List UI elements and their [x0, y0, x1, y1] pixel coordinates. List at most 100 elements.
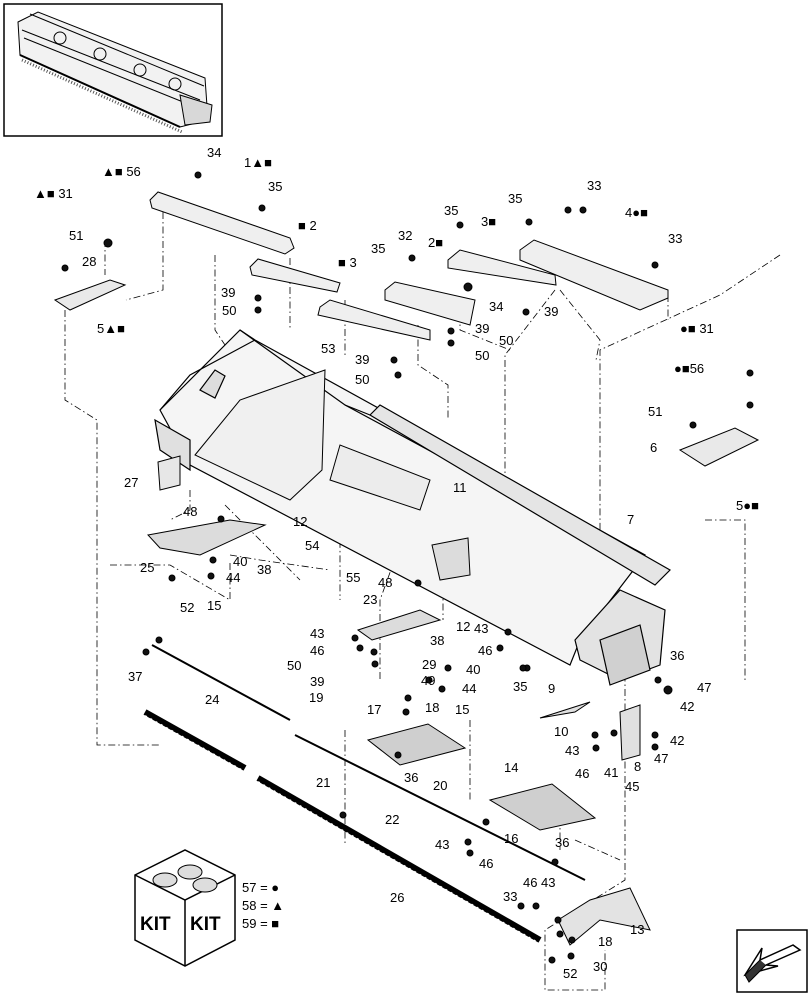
callout-label: 15	[207, 598, 221, 613]
callout-label: 51	[648, 404, 662, 419]
callout-label: 39	[310, 674, 324, 689]
cover-panel-4	[519, 239, 669, 311]
callout-label: 52	[180, 600, 194, 615]
bracket-8	[619, 704, 641, 761]
callout-label: 1▲■	[244, 155, 272, 170]
kit-label-right: KIT	[190, 914, 221, 935]
callout-label: 20	[433, 778, 447, 793]
callout-label: 37	[128, 669, 142, 684]
callout-label: 50	[222, 303, 236, 318]
callout-label: 39	[221, 285, 235, 300]
legend-item: 57 = ●	[242, 880, 279, 895]
plate-9	[539, 701, 591, 719]
callout-label: 9	[548, 681, 555, 696]
callout-label: 12	[293, 514, 307, 529]
callout-label: 40	[233, 554, 247, 569]
rod-22	[294, 734, 586, 881]
callout-label: 44	[226, 570, 240, 585]
callout-label: 34	[489, 299, 503, 314]
left-bracket-5	[53, 279, 127, 311]
callout-label: 18	[425, 700, 439, 715]
callout-label: 48	[183, 504, 197, 519]
cover-panel-3-right	[447, 249, 557, 286]
callout-label: 43	[565, 743, 579, 758]
callout-label: 35	[513, 679, 527, 694]
callout-label: 18	[598, 934, 612, 949]
callout-label: 5●■	[736, 498, 759, 513]
kit-legend: 57 = ● 58 = ▲ 59 = ■	[242, 880, 284, 931]
callout-label: 16	[504, 831, 518, 846]
callout-label: 42	[680, 699, 694, 714]
callout-label: 11	[453, 480, 467, 495]
skid-13	[557, 887, 651, 946]
callout-label: 5▲■	[97, 321, 125, 336]
callout-label: ■ 2	[298, 218, 317, 233]
callout-label: 6	[650, 440, 657, 455]
navigation-arrow-icon[interactable]	[736, 929, 808, 993]
callout-labels: 34 1▲■ 35 ▲■ 56 ▲■ 31 51 28 5▲■ ■ 2 ■ 3 …	[34, 145, 759, 981]
callout-label: 43	[435, 837, 449, 852]
callout-label: 35	[371, 241, 385, 256]
callout-label: 8	[634, 759, 641, 774]
callout-label: 53	[321, 341, 335, 356]
callout-label: 47	[697, 680, 711, 695]
callout-label: 33	[668, 231, 682, 246]
callout-label: 38	[430, 633, 444, 648]
end-sheet-53	[194, 369, 326, 501]
callout-label: 49	[421, 673, 435, 688]
callout-label: 48	[378, 575, 392, 590]
callout-label: 39	[355, 352, 369, 367]
callout-label: ■ 3	[338, 255, 357, 270]
center-sheet-54	[329, 444, 431, 511]
callout-label: 46	[478, 643, 492, 658]
callout-label: 29	[422, 657, 436, 672]
callout-label: ▲■ 56	[102, 164, 141, 179]
legend-item: 58 = ▲	[242, 898, 284, 913]
kit-label-left: KIT	[140, 914, 171, 935]
callout-label: 2■	[428, 235, 443, 250]
callout-label: 33	[587, 178, 601, 193]
callout-label: 35	[508, 191, 522, 206]
callout-label: 50	[287, 658, 301, 673]
callout-label: 55	[346, 570, 360, 585]
callout-label: 4●■	[625, 205, 648, 220]
callout-label: 21	[316, 775, 330, 790]
fasteners	[61, 171, 754, 964]
callout-label: 19	[309, 690, 323, 705]
plate-27	[157, 455, 181, 491]
callout-label: 43	[541, 875, 555, 890]
callout-label: 15	[455, 702, 469, 717]
callout-label: 39	[475, 321, 489, 336]
callout-label: 13	[630, 922, 644, 937]
knife-bar-26	[143, 709, 542, 945]
callout-label: 7	[627, 512, 634, 527]
callout-label: 27	[124, 475, 138, 490]
callout-label: 10	[554, 724, 568, 739]
callout-label: 47	[654, 751, 668, 766]
callout-label: 23	[363, 592, 377, 607]
callout-label: 22	[385, 812, 399, 827]
callout-label: 24	[205, 692, 219, 707]
right-bracket-5	[678, 427, 760, 467]
callout-label: 12	[456, 619, 470, 634]
cover-panel-3-left	[317, 299, 431, 341]
callout-label: 40	[466, 662, 480, 677]
callout-label: 50	[475, 348, 489, 363]
callout-label: 26	[390, 890, 404, 905]
callout-label: 52	[563, 966, 577, 981]
rod-24	[151, 644, 291, 721]
callout-label: 46	[575, 766, 589, 781]
callout-label: ●■56	[674, 361, 704, 376]
callout-label: ▲■ 31	[34, 186, 73, 201]
skid-23	[356, 609, 442, 641]
callout-label: 42	[670, 733, 684, 748]
skid-25	[147, 519, 267, 556]
callout-label: ●■ 31	[680, 321, 714, 336]
kit-box-illustration: KIT KIT	[134, 849, 236, 967]
cover-panel-1	[149, 191, 295, 255]
callout-label: 36	[670, 648, 684, 663]
callout-label: 43	[474, 621, 488, 636]
callout-label: 17	[367, 702, 381, 717]
callout-label: 36	[555, 835, 569, 850]
